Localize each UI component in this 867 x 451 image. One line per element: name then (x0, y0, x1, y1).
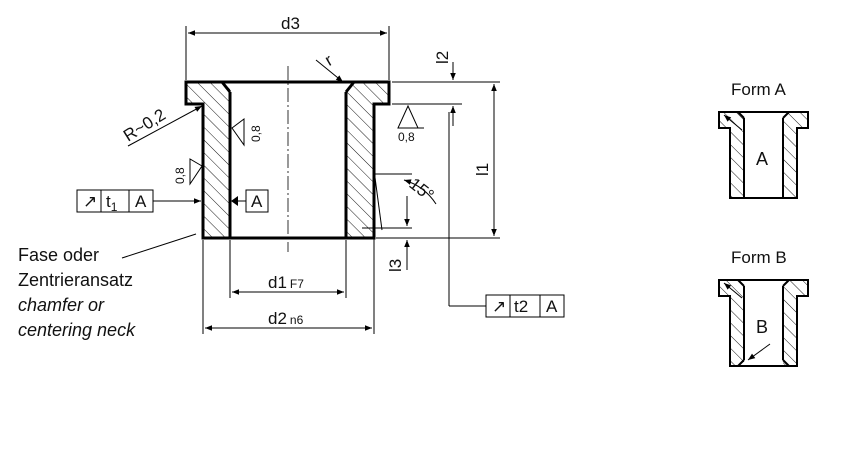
svg-text:0,8: 0,8 (249, 125, 263, 142)
surface-finish-inner: 0,8 (231, 118, 263, 147)
svg-text:0,8: 0,8 (398, 130, 415, 144)
dim-d3: d3 (185, 14, 390, 80)
dim-radius: R~0,2 (120, 105, 203, 147)
runout-symbol-2: ↗ (492, 297, 506, 316)
radius-label: R~0,2 (120, 105, 169, 145)
l2-label: l2 (433, 51, 452, 64)
surface-finish-flange: 0,8 (397, 104, 424, 144)
surface-finish-outer: 0,8 (173, 158, 203, 186)
datum-a: A (231, 189, 269, 213)
angle-label: 15° (406, 174, 438, 205)
note-de-line2: Zentrieransatz (18, 270, 133, 290)
l1-label: l1 (473, 163, 492, 176)
tolerance-frame-1: ↗ t1 A (76, 189, 201, 214)
note-de-line1: Fase oder (18, 245, 99, 265)
dim-r: r (315, 50, 344, 83)
form-b-title: Form B (731, 248, 787, 267)
l3-label: l3 (386, 259, 405, 272)
tolerance-frame-2: ↗ t2 A (448, 112, 565, 318)
note-en-line1: chamfer or (18, 295, 105, 315)
t2-label: t2 (514, 297, 528, 316)
dim-angle: 15° (373, 169, 438, 240)
note-en-line2: centering neck (18, 320, 136, 340)
dim-l2: l2 (392, 51, 500, 126)
runout-symbol: ↗ (83, 192, 97, 211)
dim-l3: l3 (362, 196, 412, 272)
dim-l1: l1 (376, 84, 500, 239)
bore-left-chamfer (220, 81, 232, 93)
bore-right-chamfer (344, 81, 356, 93)
left-wall-hatch (186, 82, 230, 238)
form-a-letter: A (756, 149, 768, 169)
t2-datum: A (546, 297, 558, 316)
form-b-letter: B (756, 317, 768, 337)
svg-text:0,8: 0,8 (173, 167, 187, 184)
t1-datum: A (135, 192, 147, 211)
chamfer-note: Fase oder Zentrieransatz chamfer or cent… (18, 233, 197, 340)
form-a-title: Form A (731, 80, 786, 99)
form-b: Form B B (718, 248, 809, 367)
d3-label: d3 (281, 14, 300, 33)
datum-a-label: A (251, 192, 263, 211)
form-a: Form A A (718, 80, 809, 199)
bushing-section (184, 66, 391, 252)
t1-label: t1 (106, 192, 118, 214)
right-wall-hatch (346, 82, 389, 238)
